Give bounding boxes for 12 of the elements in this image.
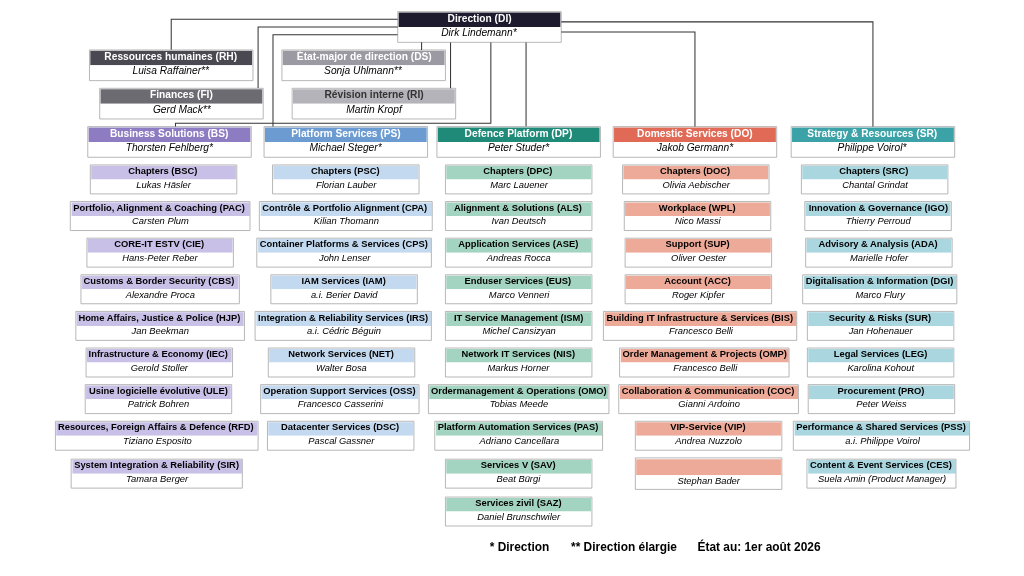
- label: État au: 1er août 2026: [697, 540, 821, 555]
- connector: [257, 26, 398, 89]
- connector: [420, 41, 422, 51]
- label: * Direction: [489, 540, 549, 555]
- connector: [560, 21, 873, 127]
- connector: [174, 41, 491, 127]
- connector: [449, 42, 451, 89]
- connector: [560, 31, 695, 127]
- connector: [170, 18, 398, 51]
- label: ** Direction élargie: [570, 540, 677, 555]
- connector: [525, 42, 527, 127]
- connector: [272, 34, 398, 128]
